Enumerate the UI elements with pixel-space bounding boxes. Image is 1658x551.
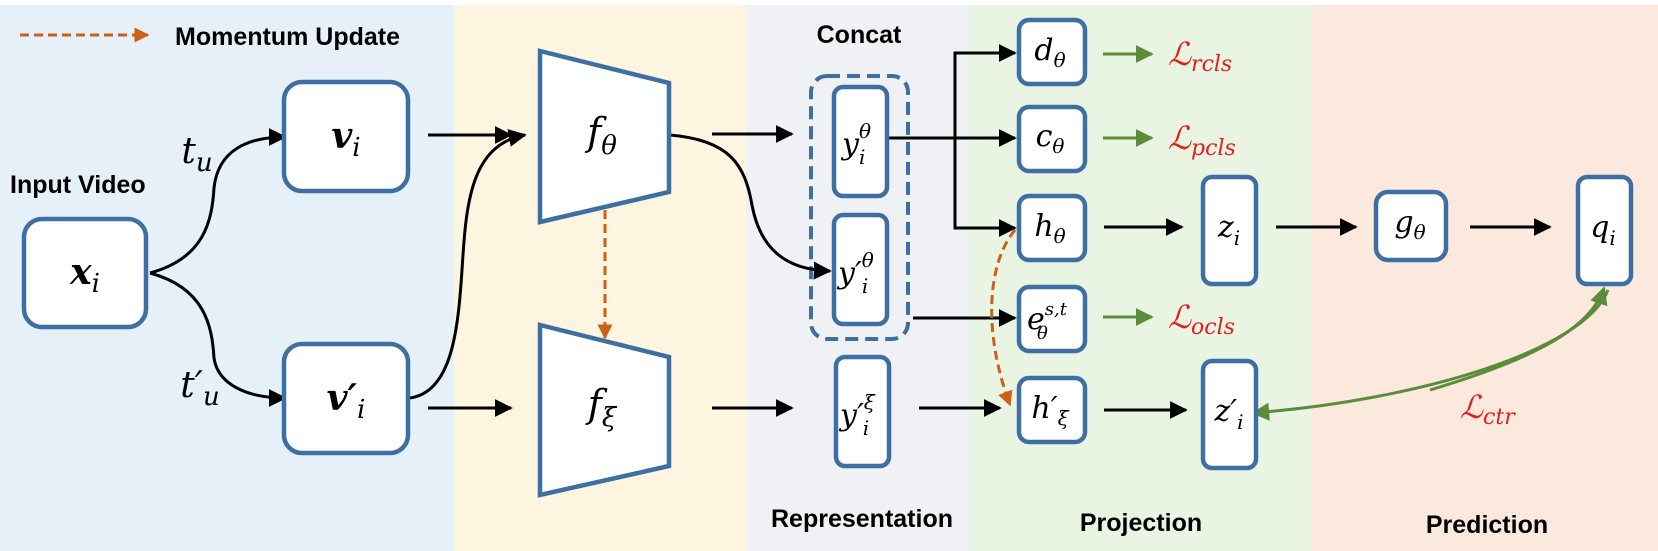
node-zprime-box xyxy=(1200,358,1259,471)
transform-tu-label: tu xyxy=(181,131,212,178)
node-ytheta-box xyxy=(831,84,890,199)
node-zprime-label: z′i xyxy=(1213,394,1243,434)
encoder-ftheta xyxy=(537,48,672,225)
arrow-x-to-vprime xyxy=(149,271,287,407)
node-ypxi-box xyxy=(833,354,892,469)
node-yptheta-box xyxy=(831,212,890,327)
loss-ocls-label: ℒocls xyxy=(1168,298,1235,340)
node-v-label: vi xyxy=(331,115,360,163)
arrow-branch-to-d xyxy=(953,44,1017,138)
momentum-legend-label: Momentum Update xyxy=(175,23,400,51)
node-d-label: dθ xyxy=(1034,33,1065,72)
node-hprime-label: h′ξ xyxy=(1031,391,1069,430)
arrow-branch-to-h xyxy=(953,138,1017,237)
transform-tpu-label: t′u xyxy=(180,365,219,412)
arrow-ctr-link xyxy=(1251,289,1610,421)
node-hprime-box xyxy=(1016,375,1088,445)
arrow-x-to-v xyxy=(149,128,287,275)
node-vprime-label: v′i xyxy=(327,377,366,425)
node-h-box xyxy=(1016,193,1088,263)
node-h-label: hθ xyxy=(1034,209,1065,248)
projection-title: Projection xyxy=(1080,509,1202,537)
node-e-box xyxy=(1016,284,1088,354)
node-g-box xyxy=(1373,189,1449,263)
encoder-fxi xyxy=(537,322,672,498)
loss-ctr-label: ℒctr xyxy=(1460,388,1516,430)
representation-title: Representation xyxy=(771,505,953,533)
prediction-title: Prediction xyxy=(1426,511,1548,539)
node-q-box xyxy=(1575,174,1634,287)
arrow-ftheta-to-yptheta xyxy=(669,133,832,280)
node-z-box xyxy=(1200,174,1259,287)
node-g-label: gθ xyxy=(1394,205,1425,244)
node-z-label: zi xyxy=(1217,210,1240,250)
concat-group-box xyxy=(809,74,910,341)
loss-pcls-label: ℒpcls xyxy=(1168,119,1236,161)
node-x-box xyxy=(21,216,149,330)
node-vprime-box xyxy=(281,341,411,456)
momentum-arrow-h-to-hprime xyxy=(990,229,1017,407)
node-d-box xyxy=(1016,17,1088,87)
encoder-fxi-label: fξ xyxy=(585,382,618,433)
node-c-label: cθ xyxy=(1036,119,1065,158)
node-c-box xyxy=(1016,104,1088,174)
node-q-label: qi xyxy=(1590,210,1616,250)
input-video-title: Input Video xyxy=(10,171,146,199)
loss-rcls-label: ℒrcls xyxy=(1168,35,1232,77)
arrow-ctr-link-head xyxy=(1429,286,1608,392)
node-v-box xyxy=(281,79,411,194)
section-projection-bg xyxy=(969,5,1312,551)
node-x-label: xi xyxy=(69,251,100,299)
arrow-vprime-to-ftheta xyxy=(409,129,527,400)
concat-label: Concat xyxy=(817,21,902,49)
